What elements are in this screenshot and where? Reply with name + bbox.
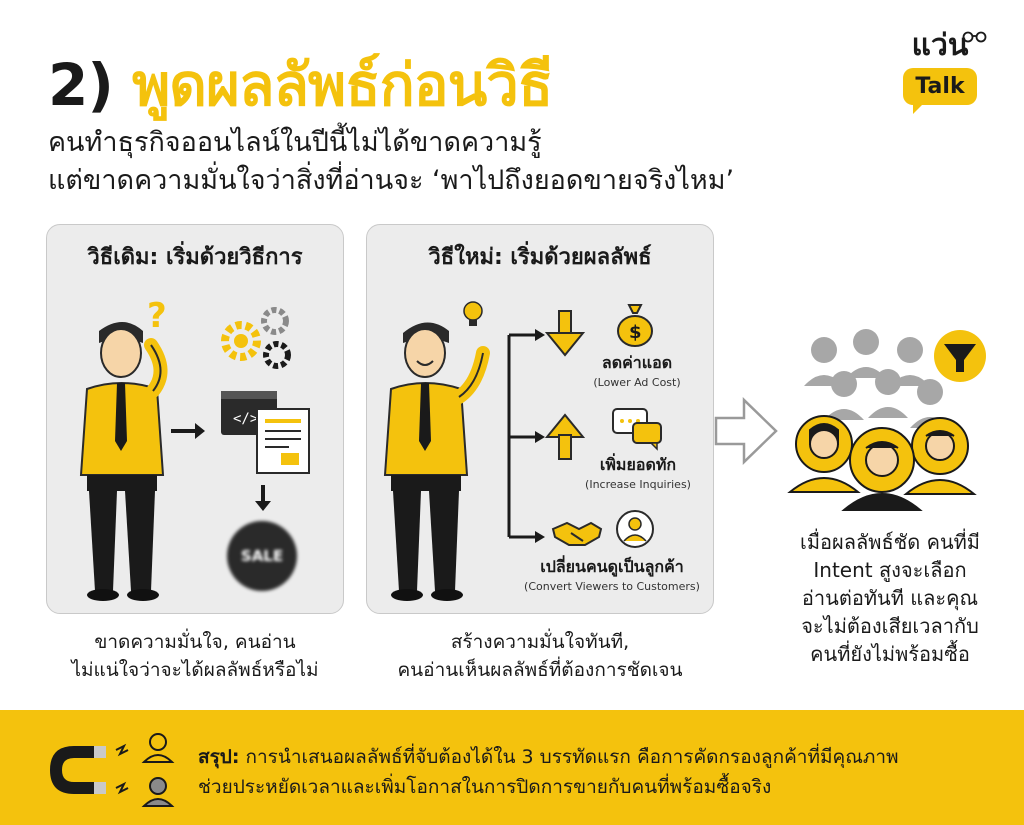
old-method-caption: ขาดความมั่นใจ, คนอ่าน ไม่แน่ใจว่าจะได้ผล…	[46, 628, 344, 684]
chat-bubbles-icon	[612, 408, 662, 451]
arrow-up-yellow-icon	[545, 413, 585, 460]
audience-line1: เมื่อผลลัพธ์ชัด คนที่มี	[800, 530, 980, 554]
audience-line5: คนที่ยังไม่พร้อมซื้อ	[810, 642, 970, 666]
subtitle-line1: คนทำธุรกิจออนไลน์ในปีนี้ไม่ได้ขาดความรู้	[48, 127, 542, 158]
magnet-attracting-icon	[50, 733, 175, 807]
benefit-lower-ad-cost: ลดค่าแอด (Lower Ad Cost)	[567, 351, 707, 389]
benefit-2-th: เพิ่มยอดทัก	[599, 455, 677, 474]
brand-logo: แว่น Talk	[900, 28, 987, 114]
logo-text: แว่น	[911, 28, 969, 63]
audience-line2: Intent สูงจะเลือก	[813, 558, 967, 582]
confused-man-illustration: ?	[79, 296, 168, 601]
arrow-down-yellow-icon	[545, 310, 585, 357]
old-caption-line2: ไม่แน่ใจว่าจะได้ผลลัพธ์หรือไม่	[71, 659, 319, 681]
summary-label: สรุป:	[198, 746, 240, 768]
sale-label: SALE	[240, 547, 284, 565]
sale-badge: SALE	[227, 521, 297, 591]
new-caption-line1: สร้างความมั่นใจทันที,	[450, 631, 630, 653]
benefit-2-en: (Increase Inquiries)	[585, 478, 691, 491]
subtitle-line2: แต่ขาดความมั่นใจว่าสิ่งที่อ่านจะ ‘พาไปถึ…	[48, 165, 735, 196]
benefit-3-en: (Convert Viewers to Customers)	[524, 580, 700, 593]
lightbulb-icon	[463, 301, 483, 326]
old-method-panel: วิธีเดิม: เริ่มด้วยวิธีการ ? </>	[46, 224, 344, 614]
big-arrow-right-icon	[714, 397, 778, 465]
page-title: 2) พูดผลลัพธ์ก่อนวิธี	[48, 38, 553, 131]
summary-line2: ช่วยประหยัดเวลาและเพิ่มโอกาสในการปิดการข…	[198, 776, 772, 798]
handshake-icon	[551, 521, 603, 546]
summary-footer: สรุป: การนำเสนอผลลัพธ์ที่จับต้องได้ใน 3 …	[0, 710, 1024, 825]
old-method-title: วิธีเดิม: เริ่มด้วยวิธีการ	[87, 245, 303, 270]
person-icon	[141, 777, 175, 807]
benefit-1-en: (Lower Ad Cost)	[593, 376, 681, 389]
title-main: พูดผลลัพธ์ก่อนวิธี	[132, 51, 553, 119]
audience-line3: อ่านต่อทันที และคุณ	[801, 586, 979, 610]
logo-badge: Talk	[903, 68, 977, 114]
benefit-increase-inquiries: เพิ่มยอดทัก (Increase Inquiries)	[563, 453, 713, 491]
code-document-icon: </>	[221, 391, 310, 474]
benefit-convert-viewers: เปลี่ยนคนดูเป็นลูกค้า (Convert Viewers t…	[509, 555, 715, 593]
arrow-down-icon	[255, 485, 271, 511]
svg-text:$: $	[629, 322, 642, 343]
audience-crowd-illustration	[787, 329, 986, 511]
benefit-3-th: เปลี่ยนคนดูเป็นลูกค้า	[540, 557, 684, 576]
summary-line1: การนำเสนอผลลัพธ์ที่จับต้องได้ใน 3 บรรทัด…	[239, 746, 899, 768]
gears-icon	[221, 307, 291, 369]
benefit-1-th: ลดค่าแอด	[601, 353, 673, 372]
new-method-caption: สร้างความมั่นใจทันที, คนอ่านเห็นผลลัพธ์ท…	[366, 628, 714, 684]
new-caption-line2: คนอ่านเห็นผลลัพธ์ที่ต้องการชัดเจน	[397, 659, 683, 681]
svg-text:?: ?	[147, 296, 167, 336]
customer-icon	[616, 510, 654, 548]
title-number: 2)	[48, 51, 114, 119]
arrow-right-icon	[171, 423, 205, 439]
confident-man-illustration	[383, 301, 490, 601]
funnel-icon	[934, 330, 986, 382]
money-bag-icon: $	[617, 304, 653, 347]
glasses-icon	[962, 31, 987, 43]
old-caption-line1: ขาดความมั่นใจ, คนอ่าน	[94, 631, 296, 653]
svg-text:</>: </>	[233, 411, 258, 427]
summary-text: สรุป: การนำเสนอผลลัพธ์ที่จับต้องได้ใน 3 …	[198, 742, 899, 802]
new-method-title: วิธีใหม่: เริ่มด้วยผลลัพธ์	[428, 245, 652, 270]
subtitle: คนทำธุรกิจออนไลน์ในปีนี้ไม่ได้ขาดความรู้…	[48, 124, 734, 200]
audience-line4: จะไม่ต้องเสียเวลากับ	[801, 614, 979, 638]
branch-connector	[507, 329, 545, 543]
new-method-panel: วิธีใหม่: เริ่มด้วยผลลัพธ์	[366, 224, 714, 614]
audience-description: เมื่อผลลัพธ์ชัด คนที่มี Intent สูงจะเลือ…	[770, 528, 1010, 668]
person-icon	[141, 733, 175, 763]
